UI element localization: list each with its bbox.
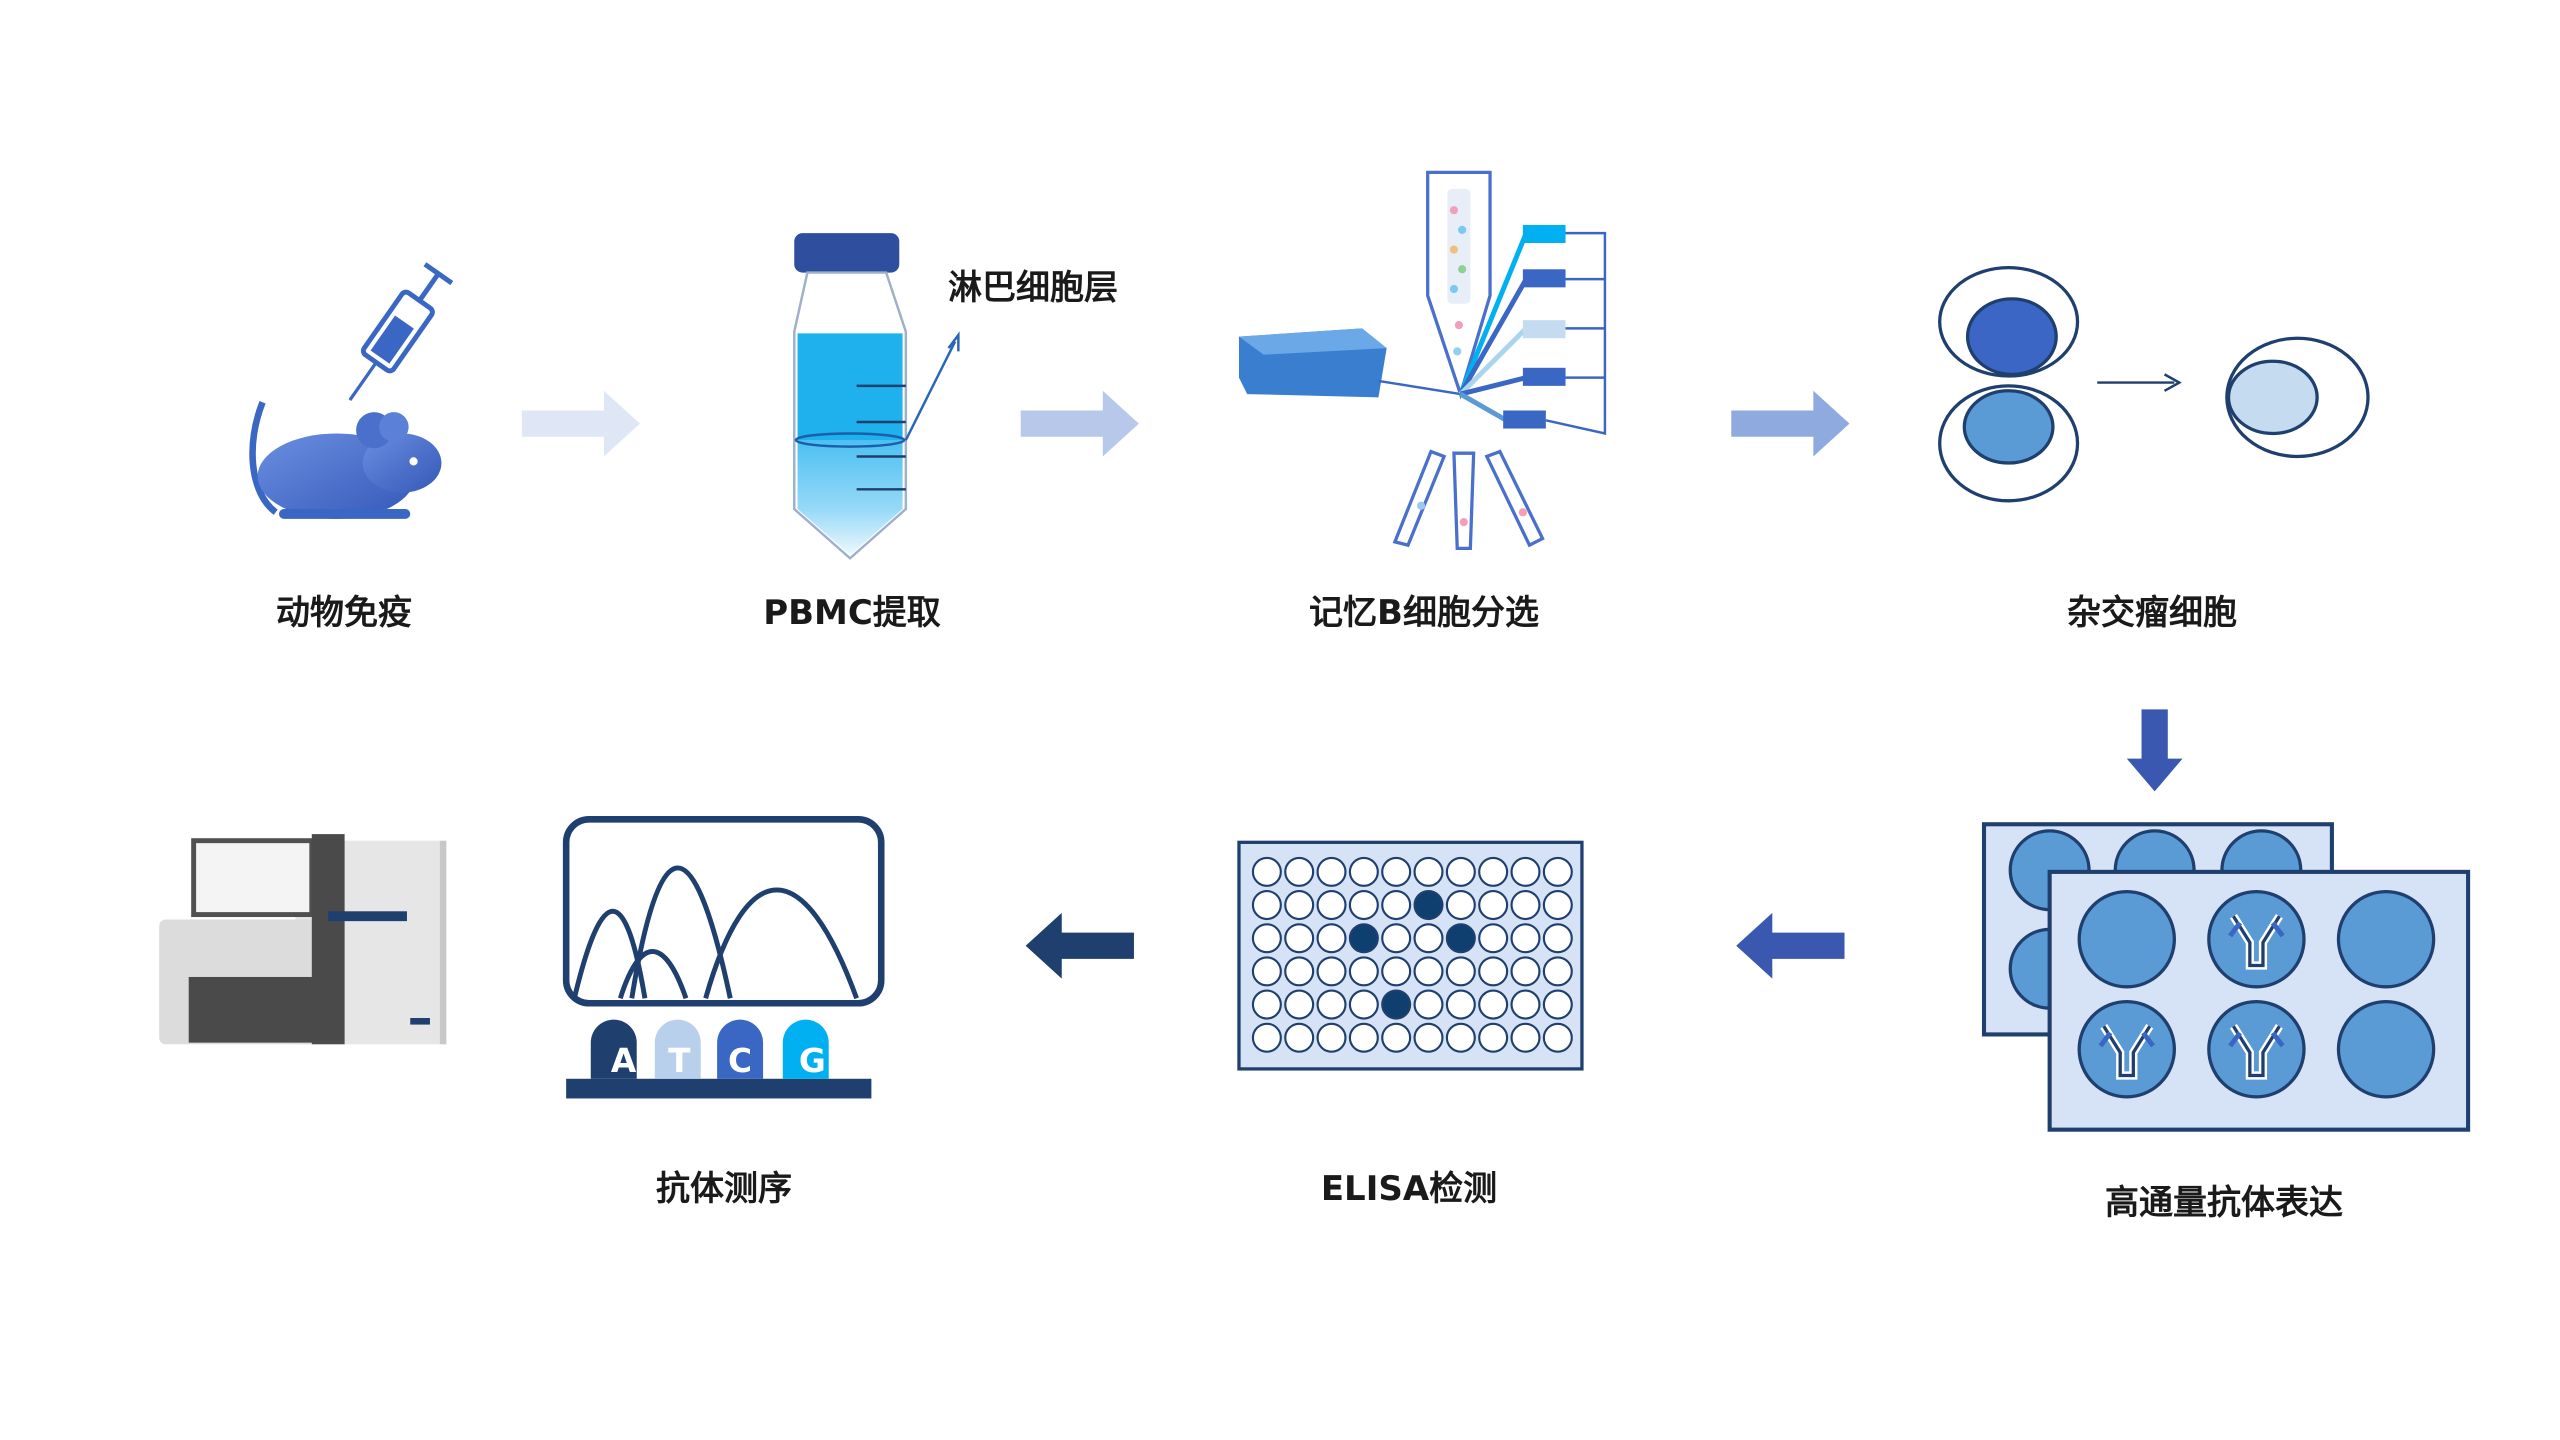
label-immunization: 动物免疫 — [276, 593, 412, 633]
well — [1413, 956, 1444, 987]
well — [1348, 890, 1379, 921]
flow-arrow-2 — [1020, 390, 1139, 457]
well — [1316, 890, 1347, 921]
antibody-icon — [2228, 914, 2285, 970]
well — [1445, 1022, 1476, 1053]
label-elisa: ELISA检测 — [1320, 1169, 1498, 1209]
culture-plate-icon — [1981, 822, 2471, 1132]
well — [1478, 989, 1509, 1020]
antibody-icon — [2098, 1024, 2155, 1080]
well — [1284, 923, 1315, 954]
well-positive — [1445, 923, 1476, 954]
well — [1413, 989, 1444, 1020]
label-sequencing: 抗体测序 — [656, 1169, 792, 1209]
well — [1284, 989, 1315, 1020]
label-hybridoma: 杂交瘤细胞 — [2067, 593, 2237, 633]
well-positive — [1348, 923, 1379, 954]
well — [1381, 923, 1412, 954]
well — [1316, 856, 1347, 887]
label-memory-b: 记忆B细胞分选 — [1309, 593, 1539, 633]
well — [1284, 856, 1315, 887]
label-pbmc: PBMC提取 — [763, 593, 941, 633]
well — [1542, 890, 1573, 921]
well — [1348, 856, 1379, 887]
well — [1542, 989, 1573, 1020]
cell-sorter-icon — [1238, 170, 1607, 551]
base-c: C — [728, 1042, 752, 1080]
well — [1316, 1022, 1347, 1053]
label-lymph-layer: 淋巴细胞层 — [948, 268, 1118, 308]
well — [1284, 890, 1315, 921]
well — [1316, 989, 1347, 1020]
well — [1542, 1022, 1573, 1053]
well — [1413, 923, 1444, 954]
well — [1316, 923, 1347, 954]
well — [1542, 923, 1573, 954]
well — [1251, 989, 1282, 1020]
well — [1251, 923, 1282, 954]
well — [1413, 856, 1444, 887]
flow-arrow-down — [2126, 709, 2183, 792]
well — [1478, 956, 1509, 987]
well — [1284, 1022, 1315, 1053]
well — [1381, 1022, 1412, 1053]
well — [1251, 1022, 1282, 1053]
well — [1251, 956, 1282, 987]
syringe-icon — [348, 262, 454, 402]
flow-arrow-5 — [1025, 912, 1134, 979]
well — [1445, 890, 1476, 921]
well — [1510, 923, 1541, 954]
well — [1445, 989, 1476, 1020]
flow-arrow-4 — [1736, 912, 1845, 979]
well — [1413, 1022, 1444, 1053]
well — [1381, 956, 1412, 987]
label-expression: 高通量抗体表达 — [2105, 1183, 2343, 1223]
well — [1510, 1022, 1541, 1053]
cell-fusion-icon — [1938, 265, 2370, 503]
flow-arrow-3 — [1731, 390, 1850, 457]
well — [1478, 856, 1509, 887]
well-positive — [1413, 890, 1444, 921]
well — [1381, 890, 1412, 921]
well — [1510, 890, 1541, 921]
well — [1381, 856, 1412, 887]
well — [1284, 956, 1315, 987]
elisa-wells — [1251, 856, 1573, 1053]
well — [1251, 856, 1282, 887]
well — [1316, 956, 1347, 987]
well — [1510, 956, 1541, 987]
sequencer-instrument-icon — [159, 834, 447, 1045]
centrifuge-tube-icon — [793, 233, 960, 560]
well — [1251, 890, 1282, 921]
well — [1348, 1022, 1379, 1053]
elisa-plate-icon — [1237, 840, 1584, 1071]
well — [1348, 989, 1379, 1020]
well — [1445, 956, 1476, 987]
antibody-icon — [2228, 1024, 2285, 1080]
well — [1542, 956, 1573, 987]
well — [1510, 989, 1541, 1020]
base-t: T — [668, 1042, 691, 1080]
well-positive — [1381, 989, 1412, 1020]
well — [1348, 956, 1379, 987]
mouse-icon — [249, 401, 442, 519]
base-g: G — [799, 1042, 826, 1080]
well — [1445, 856, 1476, 887]
well — [1510, 856, 1541, 887]
well — [1542, 856, 1573, 887]
base-a: A — [611, 1042, 637, 1080]
sequencing-chromatogram-icon: A T C G — [562, 816, 885, 1099]
flow-arrow-1 — [521, 390, 640, 457]
well — [1478, 890, 1509, 921]
well — [1478, 923, 1509, 954]
well — [1478, 1022, 1509, 1053]
